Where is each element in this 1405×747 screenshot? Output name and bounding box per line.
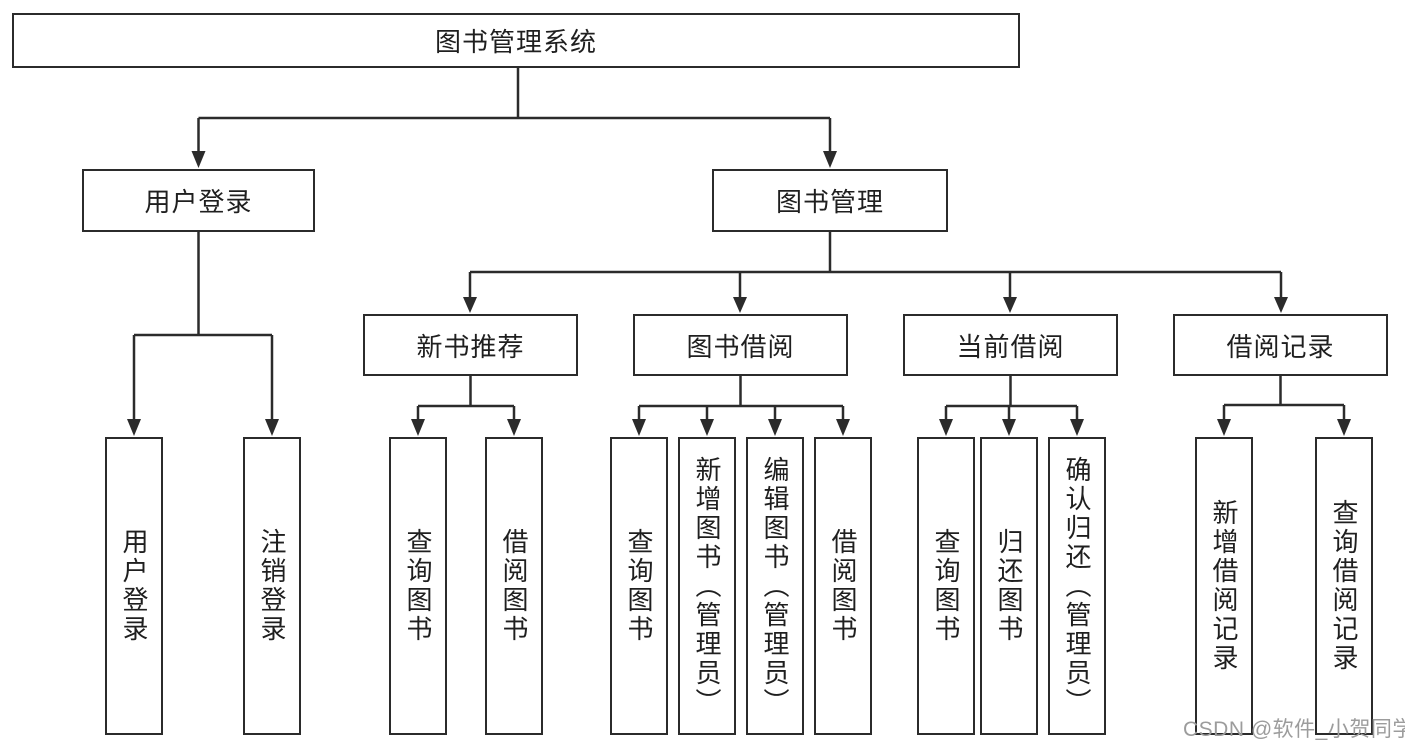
leaf-borrow-books-label: 借阅图书 xyxy=(828,528,858,644)
leaf-return-book-label: 归还图书 xyxy=(994,528,1024,644)
node-user-login: 用户登录 xyxy=(82,169,315,232)
leaf-borrow-books: 借阅图书 xyxy=(814,437,872,735)
node-new-book-recommend-label: 新书推荐 xyxy=(416,331,525,362)
node-current-borrow-label: 当前借阅 xyxy=(956,331,1065,362)
node-book-borrow: 图书借阅 xyxy=(633,314,848,376)
leaf-confirm-return-admin-label: 确认归还（管理员） xyxy=(1062,455,1092,717)
node-book-management: 图书管理 xyxy=(712,169,948,232)
node-library-system-label: 图书管理系统 xyxy=(434,27,597,57)
leaf-logout-label: 注销登录 xyxy=(257,528,287,644)
csdn-watermark: CSDN @软件_小贺同学 xyxy=(1183,718,1405,741)
node-book-borrow-label: 图书借阅 xyxy=(686,331,795,362)
leaf-query-books-current: 查询图书 xyxy=(917,437,975,735)
leaf-confirm-return-admin: 确认归还（管理员） xyxy=(1048,437,1106,735)
leaf-add-borrow-record: 新增借阅记录 xyxy=(1195,437,1253,735)
leaf-return-book: 归还图书 xyxy=(980,437,1038,735)
leaf-query-books-recommend: 查询图书 xyxy=(389,437,447,735)
node-library-system: 图书管理系统 xyxy=(12,13,1020,68)
node-book-management-label: 图书管理 xyxy=(775,187,884,217)
leaf-borrow-books-recommend-label: 借阅图书 xyxy=(499,528,529,644)
node-borrow-records: 借阅记录 xyxy=(1173,314,1388,376)
leaf-query-books-borrow: 查询图书 xyxy=(610,437,668,735)
leaf-borrow-books-recommend: 借阅图书 xyxy=(485,437,543,735)
leaf-query-books-borrow-label: 查询图书 xyxy=(624,528,654,644)
leaf-edit-book-admin-label: 编辑图书（管理员） xyxy=(760,455,790,717)
leaf-query-borrow-record-label: 查询借阅记录 xyxy=(1329,499,1359,673)
node-current-borrow: 当前借阅 xyxy=(903,314,1118,376)
leaf-query-books-current-label: 查询图书 xyxy=(931,528,961,644)
leaf-logout: 注销登录 xyxy=(243,437,301,735)
node-borrow-records-label: 借阅记录 xyxy=(1226,331,1335,362)
leaf-query-books-recommend-label: 查询图书 xyxy=(403,528,433,644)
leaf-query-borrow-record: 查询借阅记录 xyxy=(1315,437,1373,735)
leaf-add-book-admin: 新增图书（管理员） xyxy=(678,437,736,735)
leaf-add-borrow-record-label: 新增借阅记录 xyxy=(1209,499,1239,673)
leaf-user-login-label: 用户登录 xyxy=(119,528,149,644)
leaf-user-login: 用户登录 xyxy=(105,437,163,735)
leaf-add-book-admin-label: 新增图书（管理员） xyxy=(692,455,722,717)
node-new-book-recommend: 新书推荐 xyxy=(363,314,578,376)
leaf-edit-book-admin: 编辑图书（管理员） xyxy=(746,437,804,735)
node-user-login-label: 用户登录 xyxy=(144,187,253,217)
